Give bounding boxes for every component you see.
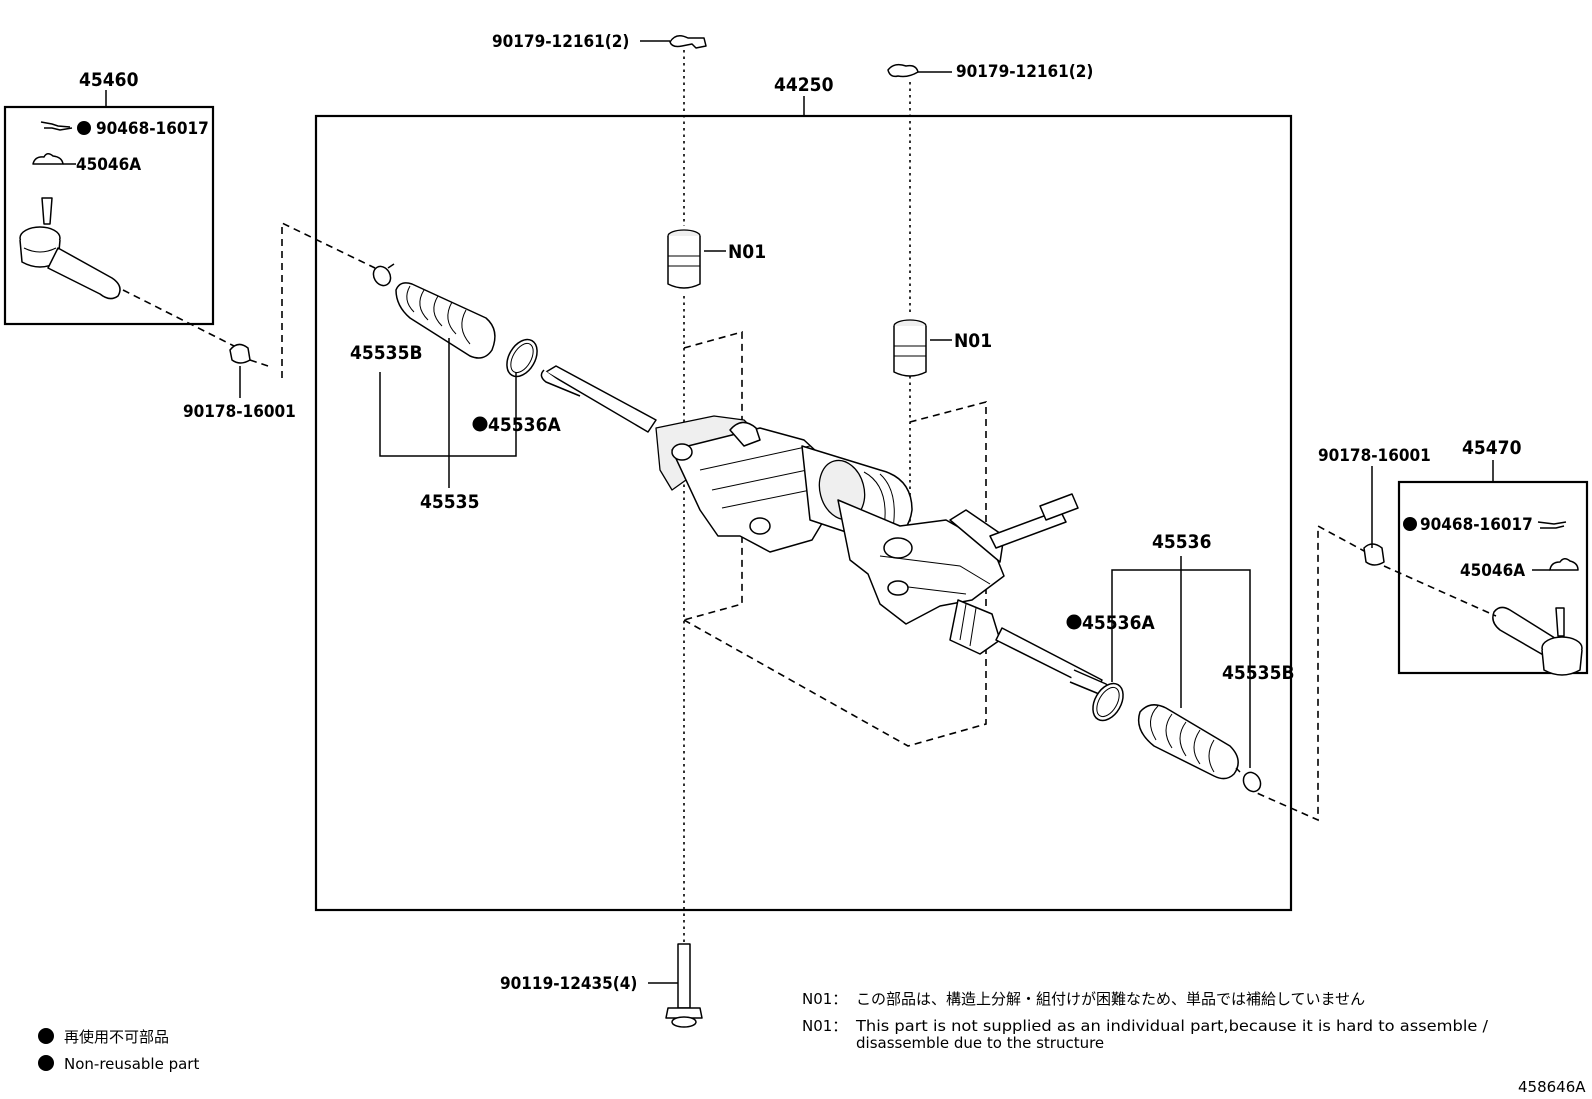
label-45046A-right[interactable]: 45046A	[1460, 561, 1525, 581]
label-N01-lower[interactable]: N01	[954, 330, 992, 352]
legend-dot-jp	[38, 1028, 54, 1044]
boot-ring-left	[506, 338, 538, 378]
label-90178-16001-left[interactable]: 90178-16001	[183, 402, 296, 422]
boot-clamp-right	[1235, 767, 1262, 793]
label-45535[interactable]: 45535	[420, 491, 479, 513]
label-45536A-left[interactable]: 45536A	[488, 414, 561, 436]
legend-en: Non-reusable part	[64, 1055, 199, 1073]
label-45535B-right[interactable]: 45535B	[1222, 662, 1295, 684]
cap-left	[229, 343, 251, 364]
non-reusable-dot	[1066, 614, 1082, 630]
label-45535B-left[interactable]: 45535B	[350, 342, 423, 364]
label-90119-12435[interactable]: 90119-12435(4)	[500, 974, 637, 994]
clip-left	[669, 35, 707, 49]
figure-code: 458646A	[1518, 1078, 1586, 1096]
label-45536A-right[interactable]: 45536A	[1082, 612, 1155, 634]
boot-left	[395, 282, 496, 359]
tie-rod-end-box-left	[3, 105, 215, 326]
non-reusable-dot	[77, 121, 91, 135]
boot-ring-right	[1092, 682, 1124, 722]
label-90468-16017-right[interactable]: 90468-16017	[1420, 515, 1533, 535]
note-n01-en-key: N01：	[802, 1017, 847, 1035]
label-45536[interactable]: 45536	[1152, 531, 1211, 553]
tie-rod-end-left	[19, 197, 121, 300]
note-n01-en-line2: disassemble due to the structure	[856, 1034, 1104, 1052]
tie-rod-end-right	[1492, 606, 1583, 676]
label-44250[interactable]: 44250	[774, 74, 834, 96]
non-reusable-dot	[472, 416, 488, 432]
bolt	[665, 943, 703, 1028]
legend-dot-en	[38, 1055, 54, 1071]
bushing-lower	[893, 319, 927, 377]
boot-clamp-left	[372, 263, 395, 287]
label-90468-16017-left[interactable]: 90468-16017	[96, 119, 209, 139]
label-90179-12161-left[interactable]: 90179-12161(2)	[492, 32, 629, 52]
note-n01-jp-key: N01：	[802, 990, 847, 1008]
label-N01-upper[interactable]: N01	[728, 241, 766, 263]
bushing-upper	[667, 229, 701, 289]
clip-right	[887, 63, 919, 78]
label-45470[interactable]: 45470	[1462, 437, 1522, 459]
label-45046A-left[interactable]: 45046A	[76, 155, 141, 175]
steering-rack-assembly	[540, 365, 1110, 697]
label-90179-12161-right[interactable]: 90179-12161(2)	[956, 62, 1093, 82]
legend-jp: 再使用不可部品	[64, 1028, 169, 1046]
note-n01-en-line1: This part is not supplied as an individu…	[855, 1017, 1489, 1035]
boot-right	[1137, 704, 1239, 780]
non-reusable-dot	[1403, 517, 1417, 531]
label-90178-16001-right[interactable]: 90178-16001	[1318, 446, 1431, 466]
note-n01-jp: この部品は、構造上分解・組付けが困難なため、単品では補給していません	[856, 990, 1365, 1008]
label-45460[interactable]: 45460	[79, 69, 139, 91]
cap-right	[1363, 543, 1385, 566]
